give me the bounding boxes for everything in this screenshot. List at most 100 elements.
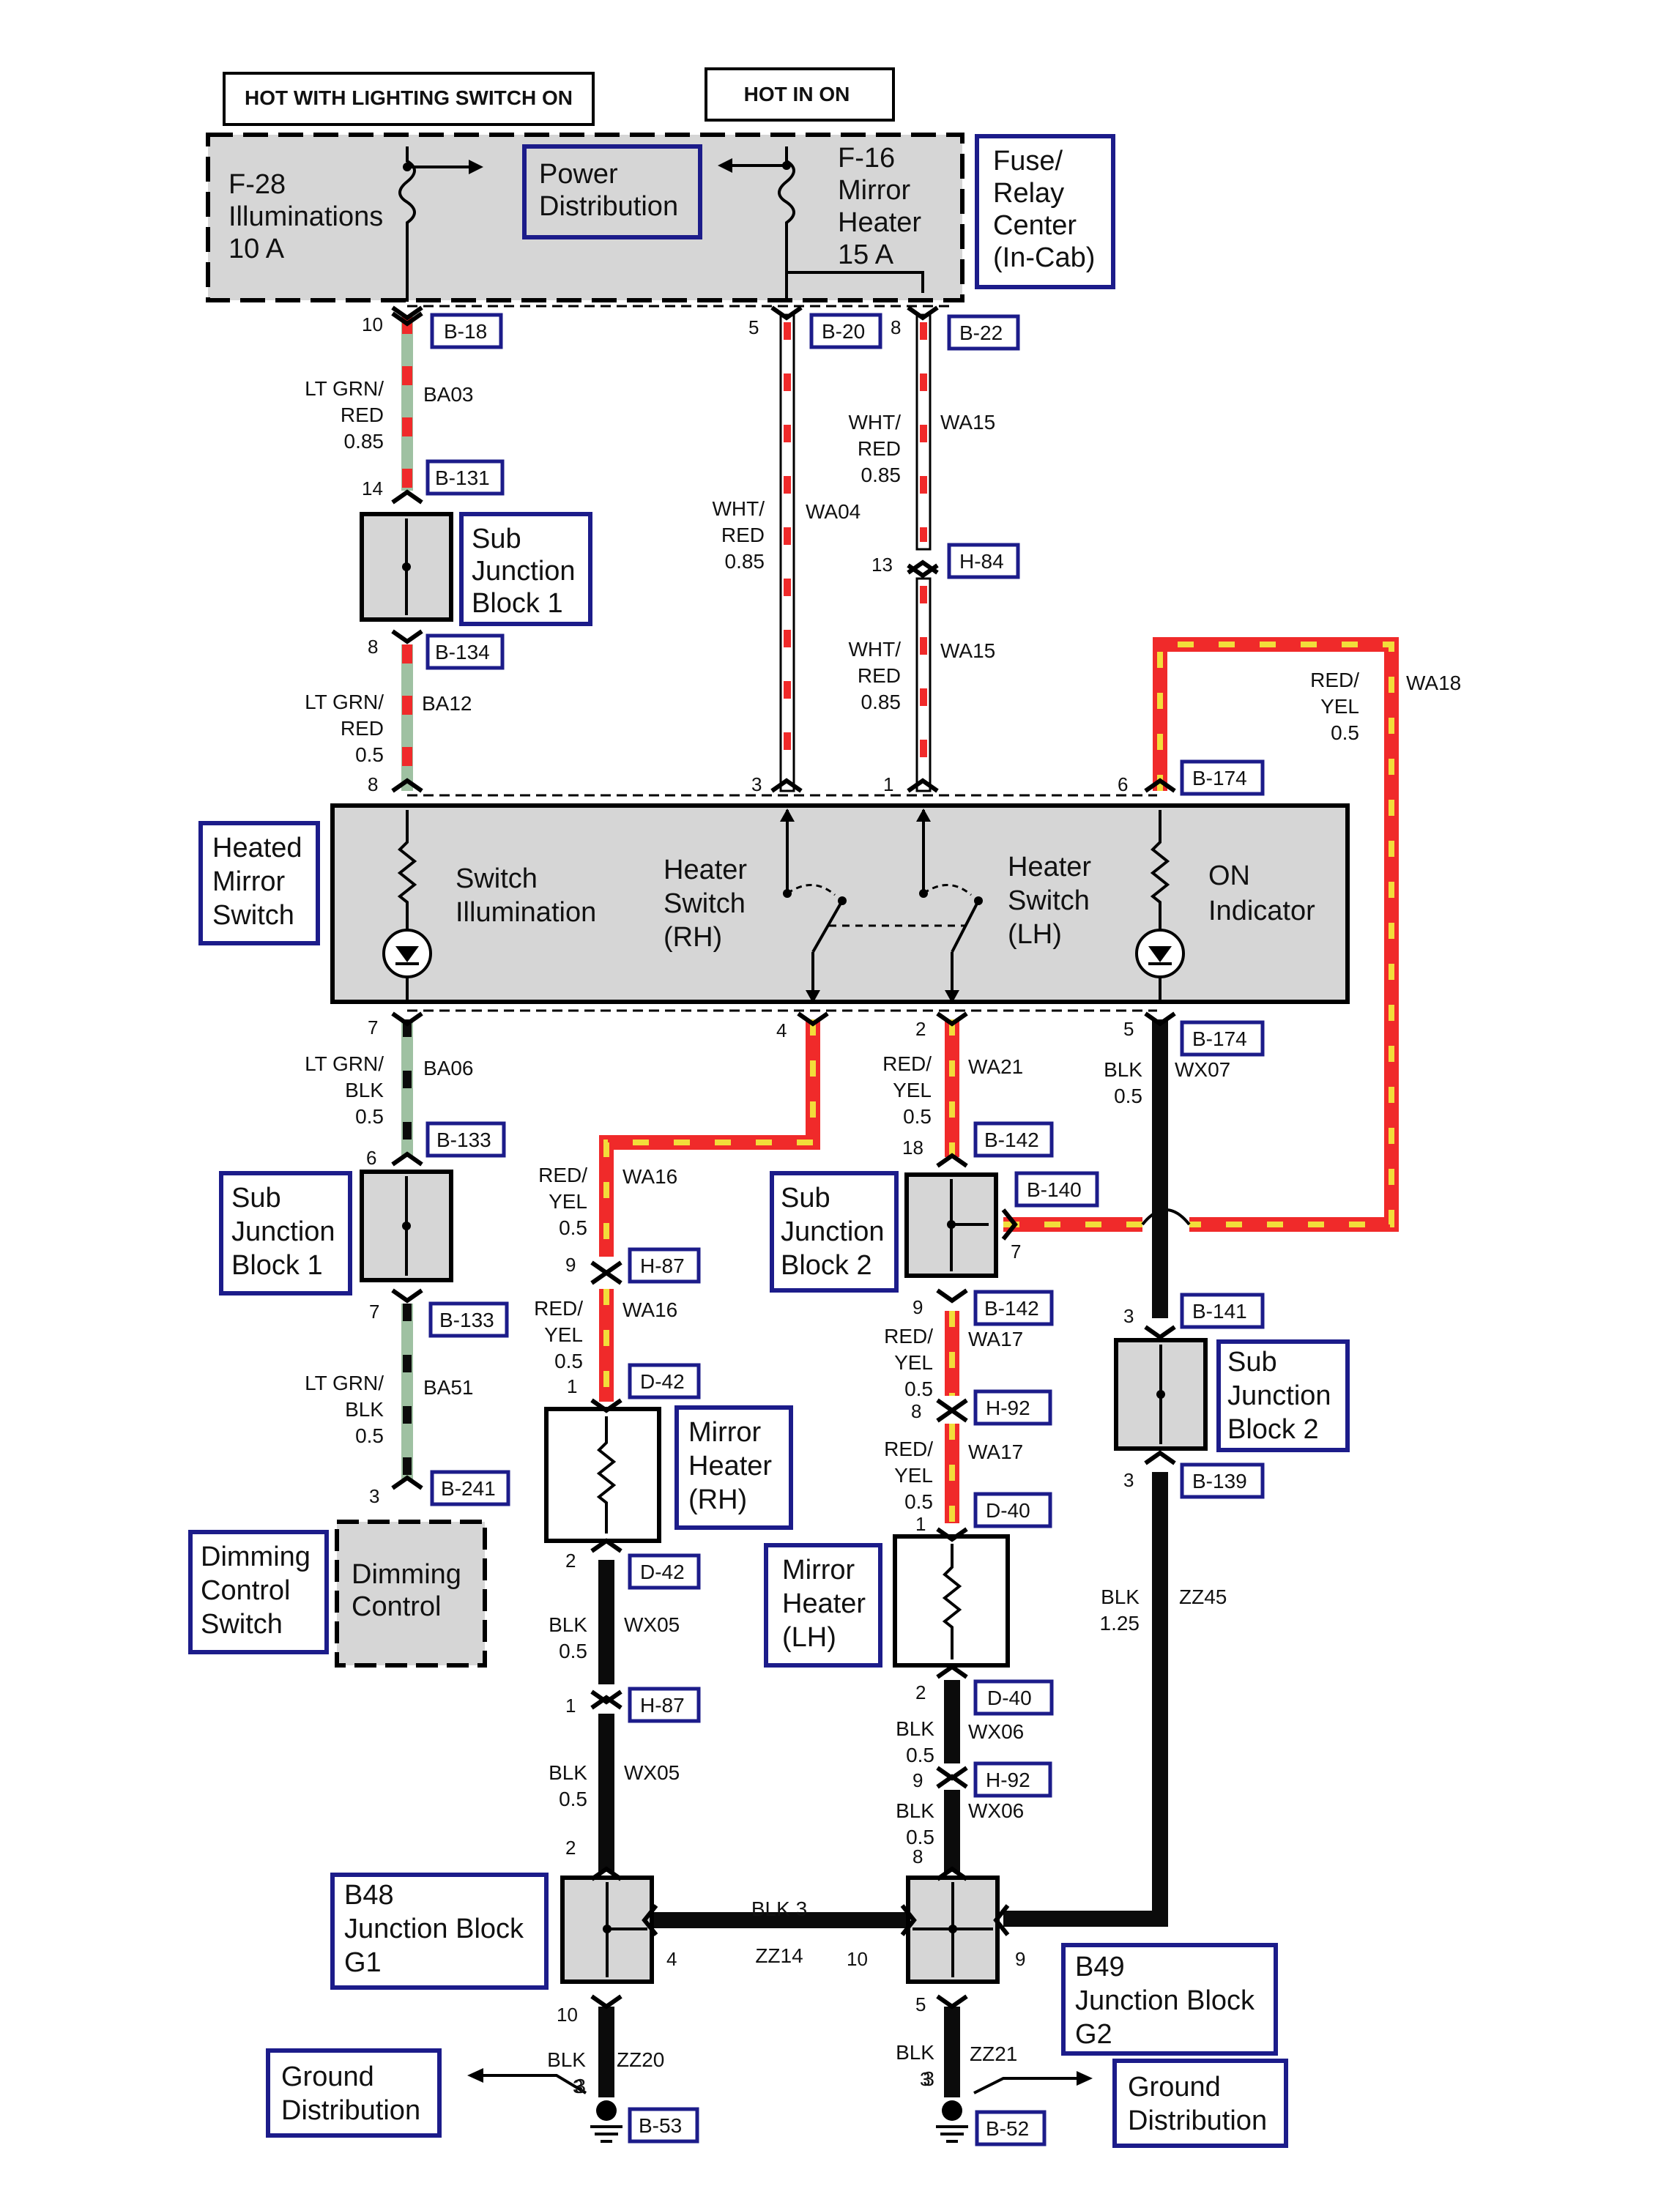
- svg-text:Relay: Relay: [993, 178, 1064, 209]
- sub-junction-block-1-bottom-label: Sub Junction Block 1: [219, 1171, 352, 1295]
- connector-d40-b: D-40: [973, 1679, 1054, 1716]
- svg-text:2: 2: [565, 1837, 576, 1859]
- svg-text:Block 2: Block 2: [1227, 1414, 1319, 1445]
- wire-wa16: [599, 1019, 820, 1402]
- svg-text:(In-Cab): (In-Cab): [993, 242, 1095, 273]
- svg-text:HOT WITH LIGHTING SWITCH ON: HOT WITH LIGHTING SWITCH ON: [245, 86, 573, 109]
- svg-text:0.5: 0.5: [906, 1744, 934, 1766]
- svg-text:0.5: 0.5: [1114, 1085, 1142, 1107]
- svg-text:8: 8: [913, 1845, 923, 1867]
- svg-text:B-141: B-141: [1192, 1300, 1247, 1323]
- svg-text:Indicator: Indicator: [1208, 896, 1315, 926]
- svg-text:Block 1: Block 1: [231, 1250, 323, 1281]
- connector-d42-a: D-42: [628, 1363, 701, 1399]
- svg-text:Center: Center: [993, 210, 1077, 241]
- svg-text:7: 7: [368, 1016, 378, 1038]
- header-hot-lighting: HOT WITH LIGHTING SWITCH ON: [223, 72, 595, 126]
- svg-text:0.85: 0.85: [861, 464, 902, 486]
- wire-wa04: [779, 313, 795, 792]
- svg-text:1: 1: [567, 1375, 577, 1397]
- svg-text:7: 7: [1011, 1241, 1021, 1263]
- svg-text:8: 8: [368, 636, 378, 658]
- svg-text:0.5: 0.5: [559, 1640, 587, 1662]
- svg-text:H-92: H-92: [986, 1769, 1030, 1791]
- wire-wa18: [1003, 637, 1399, 1232]
- svg-text:RED/: RED/: [884, 1325, 933, 1347]
- svg-text:H-84: H-84: [959, 550, 1004, 573]
- svg-text:0.5: 0.5: [903, 1105, 932, 1128]
- junction-block-g1: [560, 1876, 654, 1984]
- svg-text:B-134: B-134: [435, 641, 490, 663]
- svg-text:Junction: Junction: [472, 556, 576, 587]
- svg-text:0.5: 0.5: [559, 1216, 587, 1239]
- svg-text:RED/: RED/: [534, 1297, 583, 1320]
- svg-text:9: 9: [1015, 1948, 1025, 1970]
- svg-text:2: 2: [915, 1018, 926, 1040]
- svg-text:8: 8: [891, 316, 901, 338]
- header-hot-in-on: HOT IN ON: [705, 67, 895, 122]
- svg-text:Distribution: Distribution: [281, 2095, 420, 2126]
- pin-numbers: 10 5 8 14 13 8 8 3 1 6 7 4 2 5 6 7 3 9 1…: [362, 313, 1134, 2097]
- svg-text:5: 5: [748, 316, 759, 338]
- svg-text:Mirror: Mirror: [212, 866, 286, 897]
- mirror-heater-lh: [893, 1534, 1010, 1668]
- svg-text:Sub: Sub: [472, 524, 521, 554]
- svg-text:(RH): (RH): [664, 922, 722, 953]
- connector-d42-b: D-42: [628, 1553, 701, 1590]
- svg-text:RED: RED: [341, 717, 384, 740]
- svg-text:YEL: YEL: [894, 1351, 933, 1374]
- mirror-heater-rh: [544, 1407, 661, 1543]
- wire-zz45: [1003, 1472, 1168, 1927]
- svg-text:B49: B49: [1075, 1952, 1125, 1982]
- fuse-relay-center-label: Fuse/ Relay Center (In-Cab): [975, 134, 1115, 289]
- connector-d40-a: D-40: [973, 1492, 1052, 1528]
- svg-text:WA16: WA16: [622, 1165, 677, 1188]
- svg-text:Mirror: Mirror: [782, 1555, 855, 1586]
- svg-text:9: 9: [913, 1296, 923, 1318]
- svg-text:G2: G2: [1075, 2019, 1112, 2050]
- svg-text:B48: B48: [344, 1880, 394, 1911]
- svg-text:WHT/: WHT/: [848, 411, 901, 434]
- ground-left: [467, 2068, 622, 2143]
- svg-text:WA18: WA18: [1406, 672, 1461, 694]
- svg-text:Heated: Heated: [212, 833, 302, 863]
- svg-text:RED/: RED/: [882, 1052, 932, 1075]
- svg-text:B-174: B-174: [1192, 1027, 1247, 1050]
- svg-text:WA17: WA17: [968, 1328, 1023, 1350]
- f28-label-3: 10 A: [228, 234, 285, 264]
- svg-text:0.5: 0.5: [904, 1378, 933, 1400]
- svg-text:Sub: Sub: [781, 1183, 830, 1213]
- connector-b18: B-18: [430, 313, 503, 349]
- ground-distribution-left-label: Ground Distribution: [266, 2048, 442, 2138]
- svg-text:H-87: H-87: [640, 1694, 685, 1717]
- svg-text:WA15: WA15: [940, 411, 995, 434]
- svg-text:10: 10: [557, 2004, 578, 2026]
- f28-label-2: Illuminations: [228, 201, 383, 232]
- svg-text:1.25: 1.25: [1100, 1612, 1140, 1635]
- svg-text:WX05: WX05: [624, 1761, 680, 1784]
- svg-text:D-40: D-40: [987, 1687, 1032, 1709]
- svg-text:0.85: 0.85: [344, 430, 384, 453]
- junction-block-g2: [906, 1876, 1000, 1984]
- svg-text:3: 3: [751, 773, 762, 795]
- svg-text:5: 5: [1123, 1018, 1134, 1040]
- f16-label-4: 15 A: [838, 239, 894, 270]
- svg-text:1: 1: [565, 1695, 576, 1717]
- svg-text:G1: G1: [344, 1947, 382, 1978]
- svg-text:B-142: B-142: [984, 1297, 1039, 1320]
- svg-text:WA16: WA16: [622, 1298, 677, 1321]
- sub-junction-block-2-mid: [904, 1172, 998, 1278]
- svg-text:Ground: Ground: [1128, 2072, 1221, 2103]
- svg-text:Block 1: Block 1: [472, 588, 563, 619]
- svg-text:Power: Power: [539, 159, 618, 190]
- svg-text:YEL: YEL: [549, 1190, 587, 1213]
- svg-text:8: 8: [911, 1400, 921, 1422]
- connector-b20: B-20: [809, 313, 882, 349]
- svg-text:RED: RED: [858, 437, 901, 460]
- svg-text:RED: RED: [721, 524, 765, 546]
- connector-b241: B-241: [430, 1470, 510, 1506]
- svg-text:LT GRN/: LT GRN/: [305, 1372, 384, 1394]
- svg-text:Junction: Junction: [231, 1216, 335, 1247]
- svg-text:0.5: 0.5: [554, 1350, 583, 1372]
